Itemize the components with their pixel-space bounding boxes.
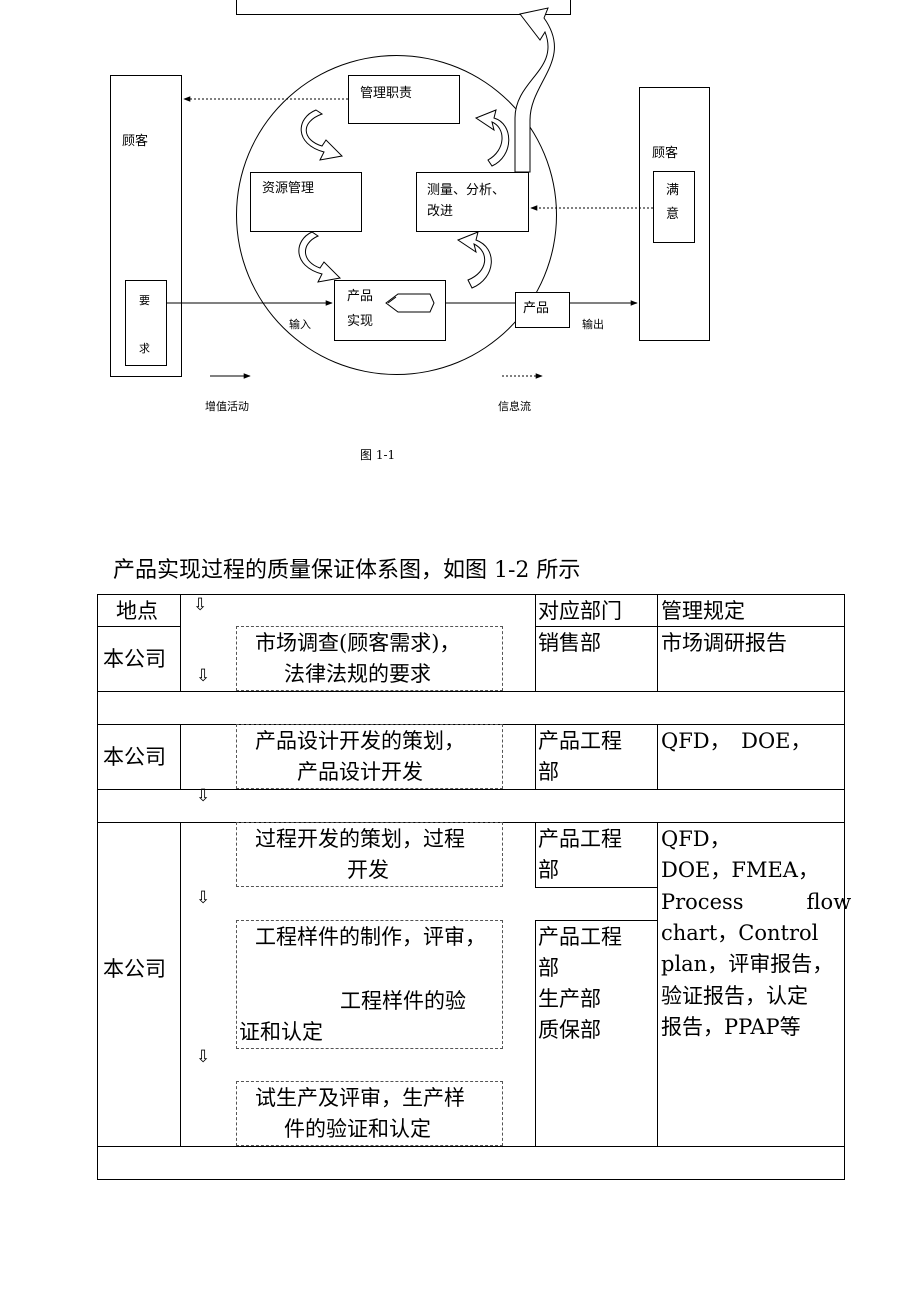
diagram-arrows	[167, 7, 653, 379]
resource-label: 资源管理	[262, 181, 315, 196]
step-1-line-2: 法律法规的要求	[284, 662, 431, 686]
rule-3-line-7: 报告，PPAP等	[661, 1015, 801, 1039]
step-2-line-1: 产品设计开发的策划，	[255, 729, 465, 753]
step-4-line-3: 证和认定	[239, 1020, 323, 1044]
step-4-line-1: 工程样件的制作，评审，	[255, 925, 486, 949]
satisfied-char-2: 意	[666, 207, 680, 222]
row-separator-5	[97, 1146, 845, 1147]
dept-4-line-1: 产品工程	[538, 925, 622, 949]
requirement-box	[125, 280, 167, 366]
intro-text: 产品实现过程的质量保证体系图，如图 1-2 所示	[113, 558, 581, 583]
dept-3-line-2: 部	[538, 858, 559, 882]
dept-4-line-3: 生产部	[538, 987, 601, 1011]
rule-3-line-1: QFD，	[661, 827, 731, 851]
down-arrow-icon: ⇩	[196, 888, 211, 908]
row-separator-1	[97, 691, 845, 692]
header-rule: 管理规定	[661, 599, 745, 623]
output-label: 输出	[582, 318, 604, 331]
satisfied-char-1: 满	[666, 183, 680, 198]
cycle-arrow-measure-mgmt	[474, 109, 510, 167]
step-1-line-1: 市场调查(顾客需求)，	[255, 631, 461, 655]
cycle-arrow-mgmt-resource	[300, 109, 344, 161]
dept-2-line-2: 部	[538, 760, 559, 784]
customer-right-label: 顾客	[652, 146, 679, 161]
rule-3-line-5: plan，评审报告，	[661, 952, 834, 976]
customer-left-label: 顾客	[122, 134, 149, 149]
step-box-3	[236, 822, 503, 887]
dept-4-line-2: 部	[538, 956, 559, 980]
step-box-5	[236, 1081, 503, 1146]
figure-caption: 图 1-1	[360, 448, 396, 462]
realization-box	[334, 280, 446, 341]
step-5-line-1: 试生产及评审，生产样	[255, 1086, 465, 1110]
location-2: 本公司	[103, 745, 166, 769]
measure-label-2: 改进	[427, 204, 454, 219]
step-box-2	[236, 724, 503, 789]
resource-box	[250, 172, 362, 232]
management-label: 管理职责	[360, 86, 413, 101]
dept-3-line-1: 产品工程	[538, 827, 622, 851]
step-box-1	[236, 626, 503, 691]
rule-2: QFD， DOE，	[661, 729, 812, 753]
requirement-char-2: 求	[139, 342, 150, 355]
measure-label-1: 测量、分析、	[427, 183, 506, 198]
header-dept: 对应部门	[538, 599, 622, 623]
cycle-arrow-to-top	[514, 7, 555, 173]
step-box-4	[236, 920, 503, 1049]
down-arrow-icon: ⇩	[196, 786, 211, 806]
step-5-line-2: 件的验证和认定	[284, 1117, 431, 1141]
process-circle	[236, 55, 557, 375]
location-1: 本公司	[103, 647, 166, 671]
step-3-line-1: 过程开发的策划，过程	[255, 827, 465, 851]
input-label: 输入	[289, 318, 311, 331]
step-2-line-2: 产品设计开发	[297, 760, 423, 784]
management-box	[348, 75, 460, 124]
satisfied-box	[653, 171, 695, 243]
product-label: 产品	[523, 301, 550, 316]
realization-label-2: 实现	[347, 314, 374, 329]
legend-info-label: 信息流	[498, 400, 531, 413]
dept-2-line-1: 产品工程	[538, 729, 622, 753]
rule-3-line-6: 验证报告，认定	[661, 984, 808, 1008]
cycle-arrow-realize-measure	[456, 231, 492, 289]
row-separator-3	[97, 789, 845, 790]
step-3-line-2: 开发	[347, 858, 389, 882]
dept-4-line-4: 质保部	[538, 1018, 601, 1042]
down-arrow-icon: ⇩	[196, 666, 211, 686]
realization-label-1: 产品	[347, 289, 374, 304]
legend-value-label: 增值活动	[205, 400, 249, 413]
rule-3-line-4: chart，Control	[661, 921, 819, 945]
top-box	[236, 0, 571, 15]
chevron-icon	[385, 293, 435, 313]
down-arrow-icon: ⇩	[196, 1047, 211, 1067]
location-3: 本公司	[103, 957, 166, 981]
header-location: 地点	[116, 599, 158, 623]
measure-box	[416, 172, 529, 232]
rule-3-line-2: DOE，FMEA，	[661, 858, 819, 882]
product-box	[515, 292, 570, 328]
dept-1: 销售部	[538, 631, 601, 655]
down-arrow-icon: ⇩	[193, 595, 208, 615]
cycle-arrow-resource-realize	[298, 231, 342, 283]
rule-3-line-3: Process flow	[661, 890, 852, 914]
requirement-char-1: 要	[139, 294, 150, 307]
step-4-line-2: 工程样件的验	[340, 989, 466, 1013]
rule-1: 市场调研报告	[661, 631, 787, 655]
